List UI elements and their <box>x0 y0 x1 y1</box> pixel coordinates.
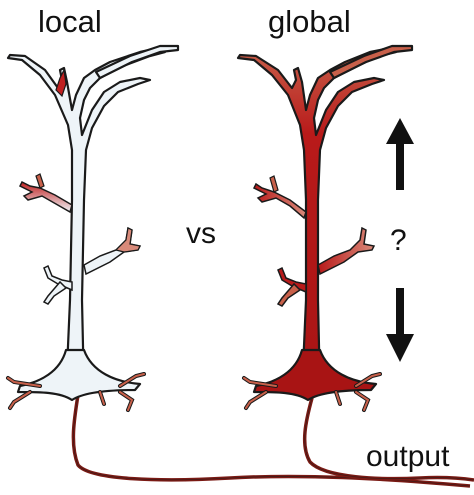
local-neuron <box>6 44 471 488</box>
global-top-right-branch <box>328 44 414 80</box>
label-local: local <box>38 4 102 39</box>
global-apical-dendrite <box>236 46 398 394</box>
local-lower-left-branch <box>43 264 73 292</box>
local-basal-dendrites <box>6 372 146 412</box>
local-left-oblique-branch <box>18 180 73 214</box>
global-basal-dendrites <box>242 372 382 412</box>
global-left-oblique-branch <box>252 182 307 220</box>
local-apical-dendrite <box>6 46 167 394</box>
label-question: ? <box>390 224 407 257</box>
label-vs: vs <box>186 217 216 250</box>
global-lower-left-branch <box>277 266 307 294</box>
local-soma <box>16 348 142 402</box>
local-red-branch-tip <box>55 68 67 98</box>
local-top-right-branch <box>94 44 180 80</box>
label-output: output <box>366 440 450 473</box>
arrow-up-icon <box>386 118 414 190</box>
global-right-oblique-branch <box>317 226 376 276</box>
arrow-down-icon <box>386 288 414 362</box>
global-neuron <box>236 44 474 482</box>
global-soma <box>252 348 378 402</box>
label-global: global <box>268 4 351 39</box>
